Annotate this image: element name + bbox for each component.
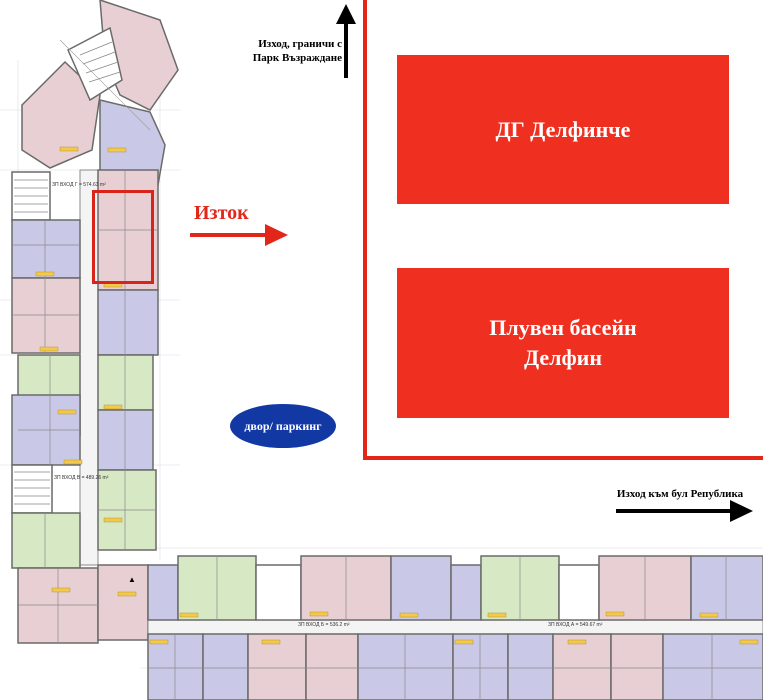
exit-north-label: Изход, граничи с Парк Възраждане: [232, 37, 342, 65]
unit-n1: [147, 633, 204, 700]
unit-n3: [247, 633, 307, 700]
exit-east-arrow-icon: [616, 500, 753, 522]
unit-n7: [507, 633, 554, 700]
stair-north: [67, 26, 123, 102]
unit-s6: [450, 564, 482, 621]
unit-corner-2: [97, 564, 149, 641]
kindergarten-block: ДГ Делфинче: [397, 55, 729, 204]
unit-north-3: [99, 99, 166, 186]
selected-unit-highlight: [92, 190, 154, 284]
entrance-b-label: ЗП ВХОД Б = 536.2 m²: [298, 622, 350, 628]
compass-mark-icon: ▲: [128, 575, 136, 584]
east-arrow-icon: [190, 224, 288, 246]
entrance-g-label: ЗП ВХОД Г = 574.63 m²: [52, 182, 106, 188]
unit-s5: [390, 555, 452, 621]
unit-s10: [690, 555, 763, 621]
unit-w1: [11, 219, 81, 279]
south-wing: ЗП ВХОД Б = 536.2 m² ЗП ВХОД А = 549.67 …: [147, 555, 763, 700]
unit-e4: [97, 409, 154, 471]
unit-n4: [305, 633, 359, 700]
entrance-a-label: ЗП ВХОД А = 549.67 m²: [548, 622, 603, 628]
kindergarten-label: ДГ Делфинче: [495, 116, 631, 142]
unit-n9: [610, 633, 664, 700]
unit-n5: [357, 633, 454, 700]
unit-w5: [11, 512, 81, 569]
exit-east-label: Изход към бул Република: [616, 488, 744, 500]
unit-s3: [255, 564, 302, 621]
unit-n2: [202, 633, 249, 700]
unit-north-2: [21, 60, 101, 169]
site-boundary-vertical: [363, 0, 367, 460]
unit-n10: [662, 633, 763, 700]
stair-v: [11, 464, 53, 514]
yard-parking-badge: двор/ паркинг: [230, 404, 336, 448]
exit-north-line1: Изход, граничи с: [258, 38, 342, 50]
west-wing: ЗП ВХОД Г = 574.63 m² ЗП ВХОД В = 489.26…: [11, 146, 159, 644]
site-boundary-horizontal: [363, 456, 763, 460]
corridor-south: [147, 619, 763, 635]
exit-north-line2: Парк Възраждане: [252, 52, 342, 64]
north-wing: [21, 0, 179, 186]
east-label: Изток: [194, 202, 249, 224]
unit-n8: [552, 633, 612, 700]
unit-s1: [147, 564, 179, 621]
unit-e3: [97, 354, 154, 411]
unit-n6: [452, 633, 509, 700]
entrance-v-label: ЗП ВХОД В = 489.26 m²: [54, 475, 109, 481]
pool-label-line1: Плувен басейн: [489, 315, 637, 340]
pool-block: Плувен басейн Делфин: [397, 268, 729, 418]
unit-e2: [97, 289, 159, 356]
yard-label: двор/ паркинг: [244, 418, 322, 433]
north-arrow-icon: [336, 4, 356, 78]
unit-s8: [558, 564, 600, 621]
pool-label-line2: Делфин: [523, 345, 603, 370]
unit-w2: [11, 277, 81, 354]
